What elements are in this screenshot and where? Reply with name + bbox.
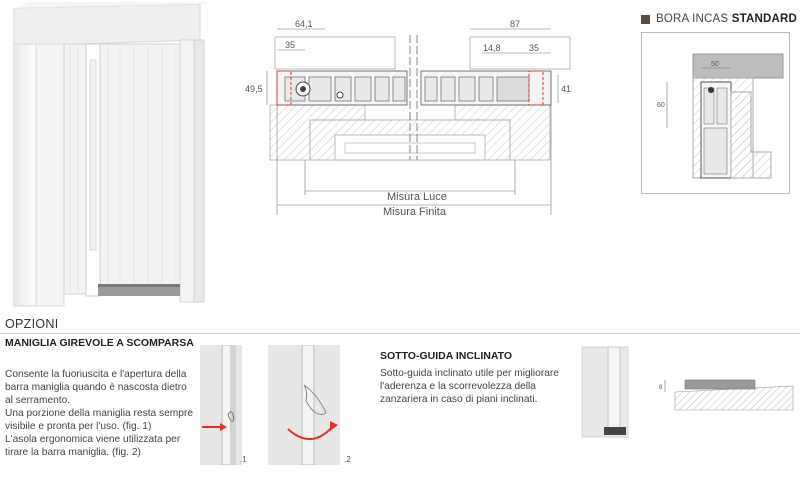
badge-prefix: BORA INCAS: [656, 13, 729, 25]
detail-dim-50: 50: [711, 61, 719, 68]
misura-finita-label: Misura Finita: [383, 206, 447, 218]
dim-64-1: 64,1: [295, 19, 313, 29]
dim-87: 87: [510, 19, 520, 29]
product-photo: [13, 2, 210, 307]
option2-description: Sotto-guida inclinato utile per migliora…: [380, 368, 559, 405]
dim-14-8: 14,8: [483, 43, 501, 53]
misura-luce-label: Misura Luce: [387, 191, 447, 203]
dim-49-5: 49,5: [245, 84, 263, 94]
badge-bold: STANDARD: [731, 13, 797, 25]
figure-1-image: .1: [200, 345, 247, 465]
options-section-title: OPZIONI: [5, 317, 59, 331]
dim-35-left: 35: [285, 40, 295, 50]
badge-square-icon: [641, 14, 650, 24]
option1-description: Consente la fuoriuscita e l'apertura del…: [5, 369, 194, 458]
model-badge: BORA INCAS STANDARD: [641, 12, 797, 26]
dim-41: 41: [561, 84, 571, 94]
figure-3-image: [581, 346, 629, 438]
figure-2-label: .2: [344, 455, 351, 464]
figure-2-image: .2: [268, 345, 351, 465]
figure-1-label: .1: [240, 455, 247, 464]
detail-section-drawing: 50 60: [641, 32, 790, 194]
section-divider: [0, 333, 800, 334]
figure-4-image: 8: [659, 379, 794, 411]
detail-dim-60: 60: [657, 102, 665, 109]
option1-title: MANIGLIA GIREVOLE A SCOMPARSA: [5, 337, 194, 349]
svg-text:8: 8: [659, 385, 663, 391]
option2-title: SOTTO-GUIDA INCLINATO: [380, 350, 513, 362]
technical-section-drawing: 64,1 35 87 14,8 35 49,5 41 Misura Luce M…: [245, 19, 571, 218]
dim-35-right: 35: [529, 43, 539, 53]
